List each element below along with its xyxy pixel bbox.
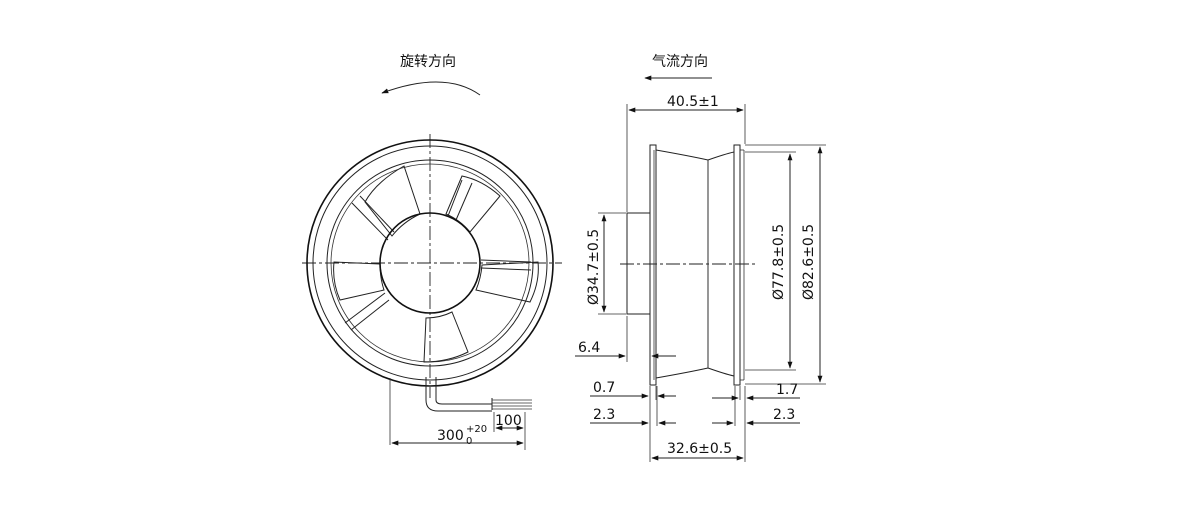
fan-blade xyxy=(445,175,501,233)
total-length-value: 40.5±1 xyxy=(667,94,719,110)
cable-length-upper-tolerance: +20 xyxy=(466,424,487,435)
frame-inner-ring xyxy=(326,159,534,367)
fan-blade xyxy=(364,165,421,237)
fan-blade xyxy=(475,261,539,303)
left-flange xyxy=(649,144,657,386)
motor-hub xyxy=(379,212,481,314)
cable-length-lower-tolerance: 0 xyxy=(466,436,472,447)
fan-blade xyxy=(333,261,385,301)
outer-diameter-value: Ø82.6±0.5 xyxy=(801,224,817,300)
rotation-direction-label: 旋转方向 xyxy=(400,54,456,70)
airflow-direction-label: 气流方向 xyxy=(652,54,708,70)
right-flange xyxy=(733,144,741,386)
front-view: 旋转方向 xyxy=(302,54,562,450)
flange-offset-left-value: 2.3 xyxy=(593,407,615,423)
fan-blade xyxy=(423,311,469,363)
body-length-value: 32.6±0.5 xyxy=(667,441,732,457)
hub-offset-value: 6.4 xyxy=(578,340,600,356)
fan-blades xyxy=(333,165,539,363)
frame-outer-ring xyxy=(306,139,554,387)
flange-thickness-value: 0.7 xyxy=(593,380,615,396)
frame-struts xyxy=(344,179,532,331)
cable-outlet xyxy=(425,377,532,412)
cable-length-value: 300 xyxy=(437,428,464,444)
rotation-direction-arrow xyxy=(381,81,481,96)
side-view: 气流方向 40.5±1 Ø34.7±0.5 Ø77.8±0. xyxy=(575,54,826,462)
hub-diameter-value: Ø34.7±0.5 xyxy=(586,229,602,305)
cable-strip-value: 100 xyxy=(495,413,522,429)
inner-diameter-value: Ø77.8±0.5 xyxy=(771,224,787,300)
frame-second-ring xyxy=(312,145,548,381)
rear-offset-value: 1.7 xyxy=(776,382,798,398)
flange-offset-right-value: 2.3 xyxy=(773,407,795,423)
side-hub-outline xyxy=(626,212,650,315)
